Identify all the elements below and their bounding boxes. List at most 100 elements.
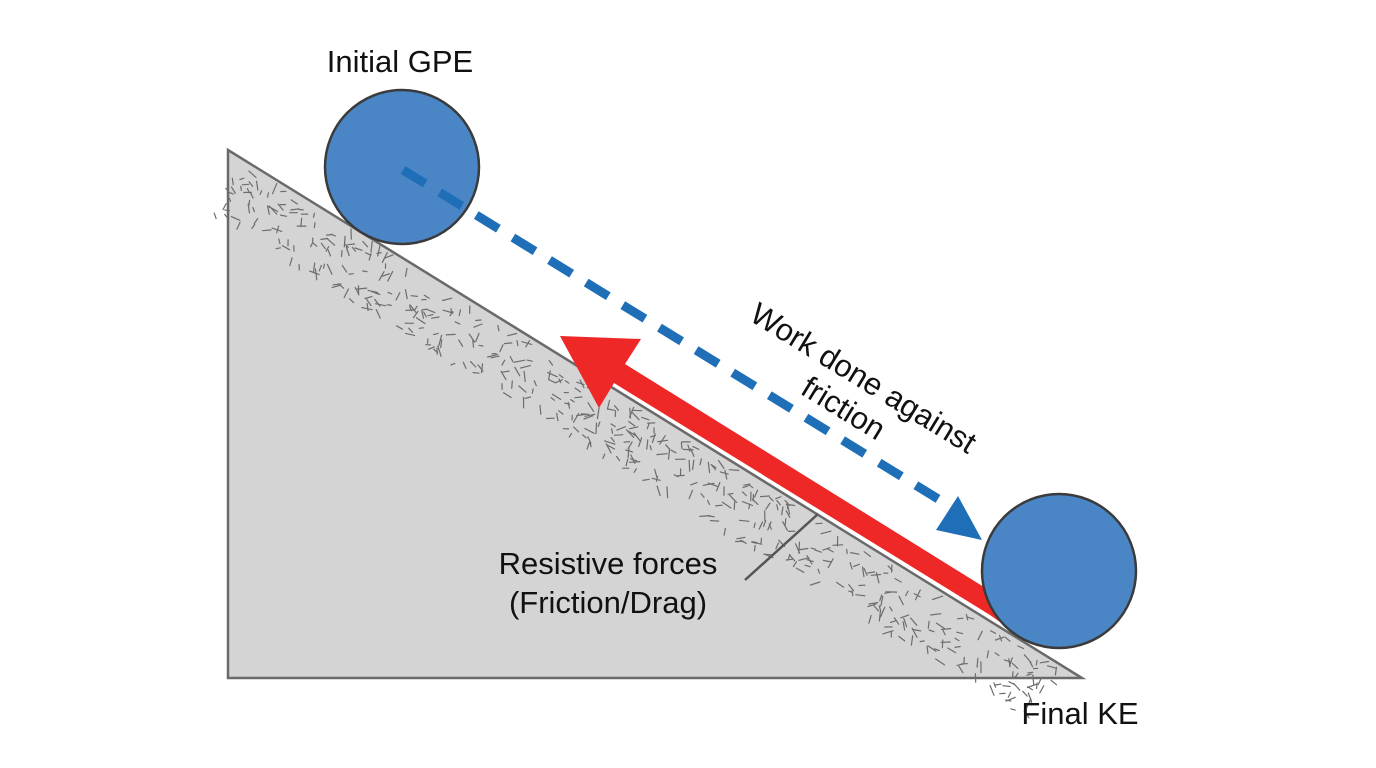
surface-hatch-mark <box>426 308 436 314</box>
surface-hatch-mark <box>383 254 394 259</box>
surface-hatch-mark <box>879 594 883 602</box>
surface-hatch-mark <box>1007 691 1012 698</box>
work-arrow-head <box>936 496 982 540</box>
surface-hatch-mark <box>253 218 259 225</box>
surface-hatch-mark <box>673 474 679 478</box>
surface-hatch-mark <box>348 298 355 304</box>
surface-hatch-mark <box>690 482 698 486</box>
surface-hatch-mark <box>322 263 326 269</box>
surface-hatch-mark <box>427 346 435 350</box>
surface-hatch-mark <box>741 501 754 507</box>
surface-hatch-mark <box>340 250 343 258</box>
surface-hatch-mark <box>354 247 363 251</box>
surface-hatch-mark <box>497 324 500 332</box>
surface-hatch-mark <box>768 496 774 502</box>
surface-hatch-mark <box>659 435 666 445</box>
surface-hatch-mark <box>240 185 242 191</box>
surface-hatch-mark <box>786 501 789 510</box>
surface-hatch-mark <box>880 595 884 607</box>
surface-hatch-mark <box>275 247 282 250</box>
surface-hatch-mark <box>966 616 975 620</box>
surface-hatch-mark <box>375 303 387 307</box>
surface-hatch-mark <box>810 547 816 550</box>
surface-hatch-mark <box>224 213 228 219</box>
surface-hatch-mark <box>584 427 595 434</box>
surface-hatch-mark <box>994 636 1005 641</box>
surface-hatch-mark <box>827 558 834 569</box>
surface-hatch-mark <box>365 252 372 256</box>
surface-hatch-mark <box>1026 698 1032 708</box>
surface-hatch-mark <box>290 199 298 205</box>
surface-hatch-mark <box>768 523 772 530</box>
surface-hatch-mark <box>230 186 236 194</box>
surface-hatch-mark <box>649 434 656 438</box>
surface-hatch-mark <box>499 344 504 353</box>
surface-hatch-mark <box>656 439 669 443</box>
surface-hatch-mark <box>613 405 620 411</box>
surface-hatch-mark <box>603 440 616 445</box>
surface-hatch-mark <box>1005 696 1016 702</box>
surface-hatch-mark <box>798 541 801 554</box>
surface-hatch-mark <box>386 304 392 306</box>
surface-hatch-mark <box>610 436 615 443</box>
surface-hatch-mark <box>548 379 557 384</box>
surface-hatch-mark <box>1027 671 1034 674</box>
surface-hatch-mark <box>784 518 787 526</box>
surface-hatch-mark <box>458 309 462 317</box>
surface-hatch-mark <box>252 206 255 213</box>
surface-hatch-mark <box>721 501 732 509</box>
surface-hatch-mark <box>990 630 997 634</box>
surface-hatch-mark <box>582 434 587 439</box>
surface-hatch-mark <box>414 305 418 311</box>
surface-hatch-mark <box>558 374 564 379</box>
surface-hatch-mark <box>462 361 467 369</box>
surface-hatch-mark <box>343 235 346 248</box>
surface-hatch-mark <box>513 359 526 363</box>
surface-hatch-mark <box>271 183 278 195</box>
surface-hatch-mark <box>1039 660 1050 664</box>
surface-hatch-mark <box>256 180 259 191</box>
surface-hatch-mark <box>231 177 234 186</box>
surface-hatch-mark <box>758 521 764 530</box>
surface-hatch-mark <box>507 332 518 337</box>
surface-hatch-mark <box>1011 662 1019 670</box>
surface-hatch-mark <box>1011 671 1014 679</box>
surface-hatch-mark <box>692 446 700 450</box>
surface-hatch-mark <box>290 208 300 211</box>
surface-hatch-mark <box>458 339 464 347</box>
surface-hatch-mark <box>954 637 960 642</box>
surface-hatch-mark <box>954 645 961 649</box>
surface-hatch-mark <box>320 242 326 250</box>
surface-hatch-mark <box>345 245 348 252</box>
surface-hatch-mark <box>998 634 1003 642</box>
surface-hatch-mark <box>759 495 770 498</box>
surface-hatch-mark <box>347 243 356 246</box>
surface-hatch-mark <box>248 181 254 187</box>
surface-hatch-mark <box>325 245 330 252</box>
surface-hatch-mark <box>785 558 793 561</box>
surface-hatch-mark <box>551 393 562 400</box>
surface-hatch-mark <box>715 504 723 507</box>
surface-hatch-mark <box>928 629 935 633</box>
surface-hatch-mark <box>898 635 906 642</box>
surface-hatch-mark <box>404 289 408 300</box>
surface-hatch-mark <box>787 553 791 561</box>
surface-hatch-mark <box>568 432 573 438</box>
surface-hatch-mark <box>691 459 695 470</box>
surface-hatch-mark <box>1013 682 1021 691</box>
surface-hatch-mark <box>753 489 759 498</box>
surface-hatch-mark <box>524 396 532 399</box>
surface-hatch-mark <box>782 521 789 531</box>
surface-hatch-mark <box>1029 697 1033 706</box>
surface-hatch-mark <box>259 190 263 195</box>
surface-hatch-mark <box>332 283 342 286</box>
surface-hatch-mark <box>267 192 269 198</box>
surface-hatch-mark <box>442 297 453 302</box>
surface-hatch-mark <box>741 491 747 497</box>
surface-hatch-mark <box>751 541 763 545</box>
surface-hatch-mark <box>656 485 661 496</box>
surface-hatch-mark <box>926 645 929 655</box>
surface-hatch-mark <box>655 475 659 482</box>
surface-hatch-mark <box>1026 673 1032 676</box>
surface-hatch-mark <box>628 420 636 427</box>
